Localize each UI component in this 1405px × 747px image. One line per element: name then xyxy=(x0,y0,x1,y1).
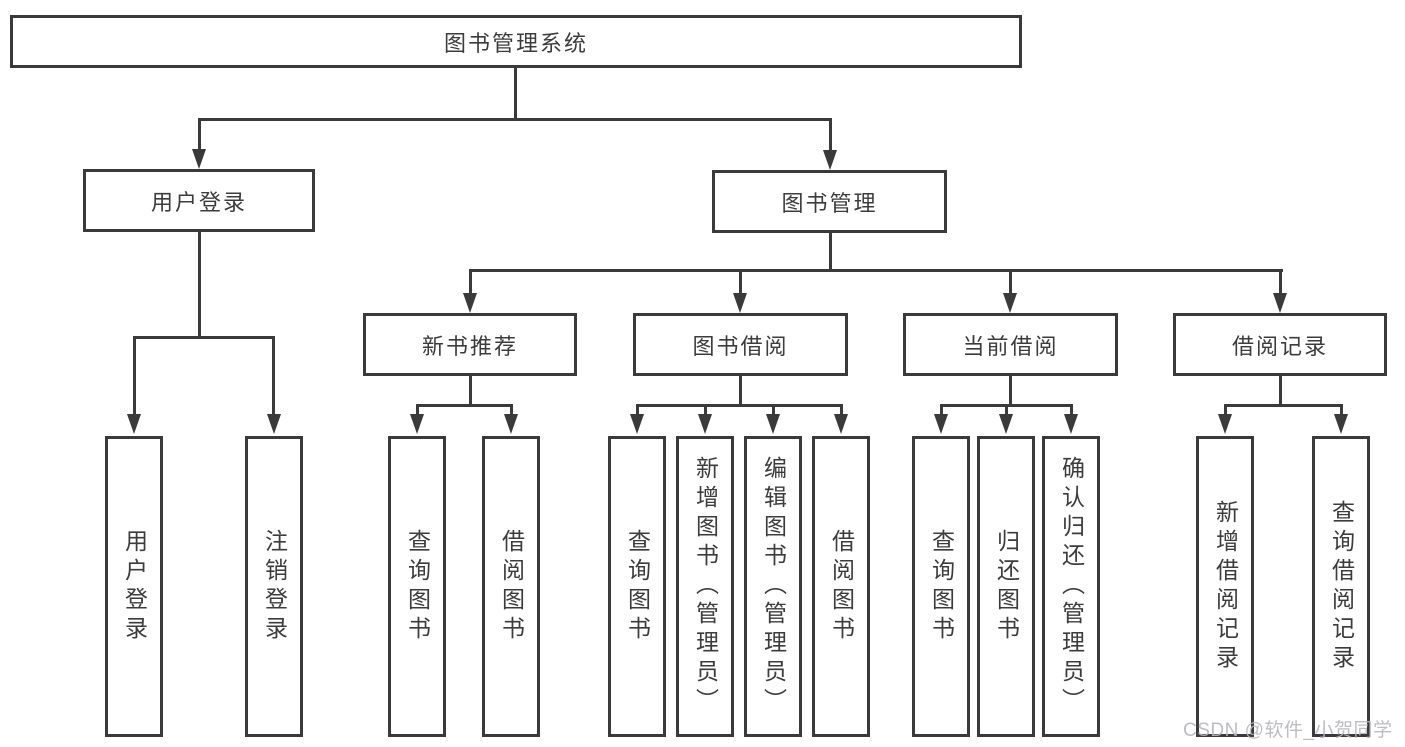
connector-module-b-stem xyxy=(469,376,472,407)
connector-leaf-stem xyxy=(940,404,943,416)
connector-user-login-stem xyxy=(198,232,201,339)
connector-module-stem xyxy=(1279,269,1282,295)
arrow-down-icon xyxy=(127,414,141,434)
node-root-label: 图书管理系统 xyxy=(443,30,588,56)
leaf-query-borrow-record: 查询借阅记录 xyxy=(1312,436,1370,737)
connector-module-e-hline xyxy=(1224,404,1343,407)
connector-branch1-stem xyxy=(198,118,201,152)
node-book-management-label: 图书管理 xyxy=(781,190,878,216)
arrow-down-icon xyxy=(267,414,281,434)
arrow-down-icon xyxy=(504,414,518,434)
connector-module-stem xyxy=(1009,269,1012,295)
connector-leaf-stem xyxy=(1005,404,1008,416)
leaf-borrow-book-label: 借阅图书 xyxy=(828,528,855,645)
connector-module-b-hline xyxy=(416,404,513,407)
connector-user-login-hline xyxy=(133,336,275,339)
connector-module-stem xyxy=(739,269,742,295)
connector-root-stem xyxy=(514,68,517,121)
connector-module-d-stem xyxy=(1009,376,1012,407)
connector-leaf-stem xyxy=(416,404,419,416)
node-book-management: 图书管理 xyxy=(712,170,947,233)
node-borrow-records: 借阅记录 xyxy=(1173,313,1387,376)
connector-leaf-stem xyxy=(840,404,843,416)
leaf-add-book-admin: 新增图书（管理员） xyxy=(676,436,734,737)
leaf-user-login-label: 用户登录 xyxy=(121,528,148,645)
leaf-edit-book-admin-label: 编辑图书（管理员） xyxy=(760,456,787,717)
leaf-borrow-book: 借阅图书 xyxy=(812,436,870,737)
connector-book-mgmt-stem xyxy=(829,233,832,272)
leaf-logout: 注销登录 xyxy=(245,436,303,737)
connector-leaf-stem xyxy=(272,336,275,416)
connector-module-c-stem xyxy=(739,376,742,407)
arrow-down-icon xyxy=(1273,293,1287,313)
node-user-login-label: 用户登录 xyxy=(150,189,247,215)
leaf-borrow-book-recommend-label: 借阅图书 xyxy=(498,528,525,645)
connector-module-c-hline xyxy=(636,404,843,407)
connector-leaf-stem xyxy=(1070,404,1073,416)
leaf-query-books-current-label: 查询图书 xyxy=(928,528,955,645)
node-current-borrow-label: 当前借阅 xyxy=(962,333,1059,359)
arrow-down-icon xyxy=(1218,414,1232,434)
leaf-add-borrow-record: 新增借阅记录 xyxy=(1196,436,1254,737)
connector-leaf-stem xyxy=(510,404,513,416)
leaf-confirm-return-admin-label: 确认归还（管理员） xyxy=(1058,456,1085,717)
arrow-down-icon xyxy=(1334,414,1348,434)
node-new-book-recommend: 新书推荐 xyxy=(363,313,577,376)
connector-leaf-stem xyxy=(636,404,639,416)
connector-leaf-stem xyxy=(133,336,136,416)
arrow-down-icon xyxy=(834,414,848,434)
node-root: 图书管理系统 xyxy=(10,15,1022,68)
leaf-query-books-borrow-label: 查询图书 xyxy=(624,528,651,645)
leaf-query-books-current: 查询图书 xyxy=(912,436,970,737)
leaf-add-book-admin-label: 新增图书（管理员） xyxy=(692,456,719,717)
connector-module-e-stem xyxy=(1279,376,1282,407)
connector-leaf-stem xyxy=(1224,404,1227,416)
leaf-logout-label: 注销登录 xyxy=(261,528,288,645)
node-new-book-recommend-label: 新书推荐 xyxy=(421,333,518,359)
node-book-borrow-label: 图书借阅 xyxy=(692,333,789,359)
arrow-down-icon xyxy=(1064,414,1078,434)
connector-root-hline xyxy=(198,118,832,121)
leaf-add-borrow-record-label: 新增借阅记录 xyxy=(1212,499,1239,674)
arrow-down-icon xyxy=(698,414,712,434)
connector-leaf-stem xyxy=(772,404,775,416)
leaf-query-borrow-record-label: 查询借阅记录 xyxy=(1328,499,1355,674)
leaf-query-books-recommend: 查询图书 xyxy=(388,436,446,737)
leaf-user-login: 用户登录 xyxy=(105,436,163,737)
csdn-watermark: CSDN @软件_小贺同学 xyxy=(1183,720,1393,741)
arrow-down-icon xyxy=(630,414,644,434)
connector-book-mgmt-hline xyxy=(469,269,1283,272)
connector-leaf-stem xyxy=(704,404,707,416)
arrow-down-icon xyxy=(1003,293,1017,313)
leaf-return-book: 归还图书 xyxy=(977,436,1035,737)
arrow-down-icon xyxy=(463,293,477,313)
leaf-borrow-book-recommend: 借阅图书 xyxy=(482,436,540,737)
leaf-query-books-borrow: 查询图书 xyxy=(608,436,666,737)
connector-module-stem xyxy=(469,269,472,295)
arrow-down-icon xyxy=(934,414,948,434)
arrow-down-icon xyxy=(410,414,424,434)
arrow-down-icon xyxy=(192,149,206,169)
leaf-confirm-return-admin: 确认归还（管理员） xyxy=(1042,436,1100,737)
node-current-borrow: 当前借阅 xyxy=(903,313,1118,376)
arrow-down-icon xyxy=(733,293,747,313)
leaf-return-book-label: 归还图书 xyxy=(993,528,1020,645)
node-book-borrow: 图书借阅 xyxy=(633,313,848,376)
leaf-edit-book-admin: 编辑图书（管理员） xyxy=(744,436,802,737)
arrow-down-icon xyxy=(766,414,780,434)
arrow-down-icon xyxy=(999,414,1013,434)
node-user-login: 用户登录 xyxy=(83,169,315,232)
arrow-down-icon xyxy=(823,150,837,170)
leaf-query-books-recommend-label: 查询图书 xyxy=(404,528,431,645)
connector-branch2-stem xyxy=(829,118,832,152)
connector-leaf-stem xyxy=(1340,404,1343,416)
node-borrow-records-label: 借阅记录 xyxy=(1231,333,1328,359)
